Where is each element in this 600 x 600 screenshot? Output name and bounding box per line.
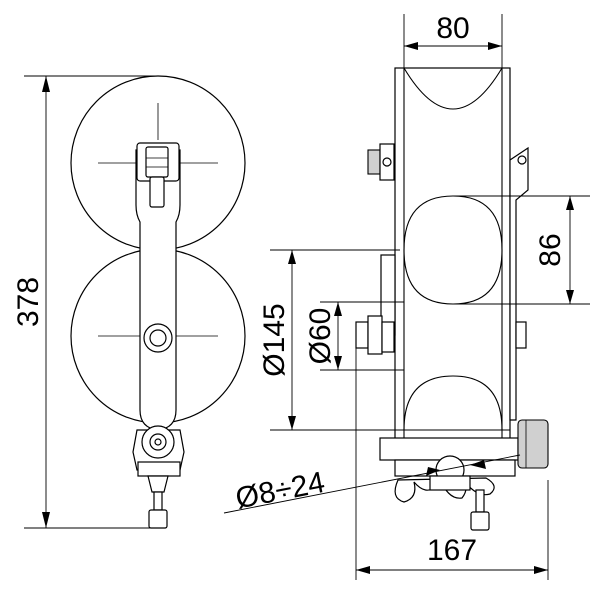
label-outer-diameter: Ø145 xyxy=(258,303,291,376)
side-view xyxy=(355,67,549,531)
dimension-inner-diameter: Ø60 xyxy=(304,301,404,371)
clamp-screw-knob xyxy=(148,509,168,529)
label-pitch: 86 xyxy=(534,233,567,266)
dimension-overall-width: 167 xyxy=(355,348,549,580)
label-width-top: 80 xyxy=(436,12,469,45)
dimension-overall-height: 378 xyxy=(12,75,160,529)
dimension-pitch: 86 xyxy=(453,195,590,305)
side-plate xyxy=(394,67,511,451)
front-view xyxy=(70,75,246,529)
label-overall-height: 378 xyxy=(12,277,45,327)
dimension-outer-diameter: Ø145 xyxy=(258,249,400,431)
dimension-width-top: 80 xyxy=(403,12,503,68)
label-rope-range: Ø8÷24 xyxy=(233,466,328,516)
side-knob xyxy=(517,419,549,469)
label-inner-diameter: Ø60 xyxy=(304,308,337,365)
axle-inner xyxy=(149,329,167,347)
label-overall-width: 167 xyxy=(427,534,477,567)
right-bracket xyxy=(509,146,529,421)
